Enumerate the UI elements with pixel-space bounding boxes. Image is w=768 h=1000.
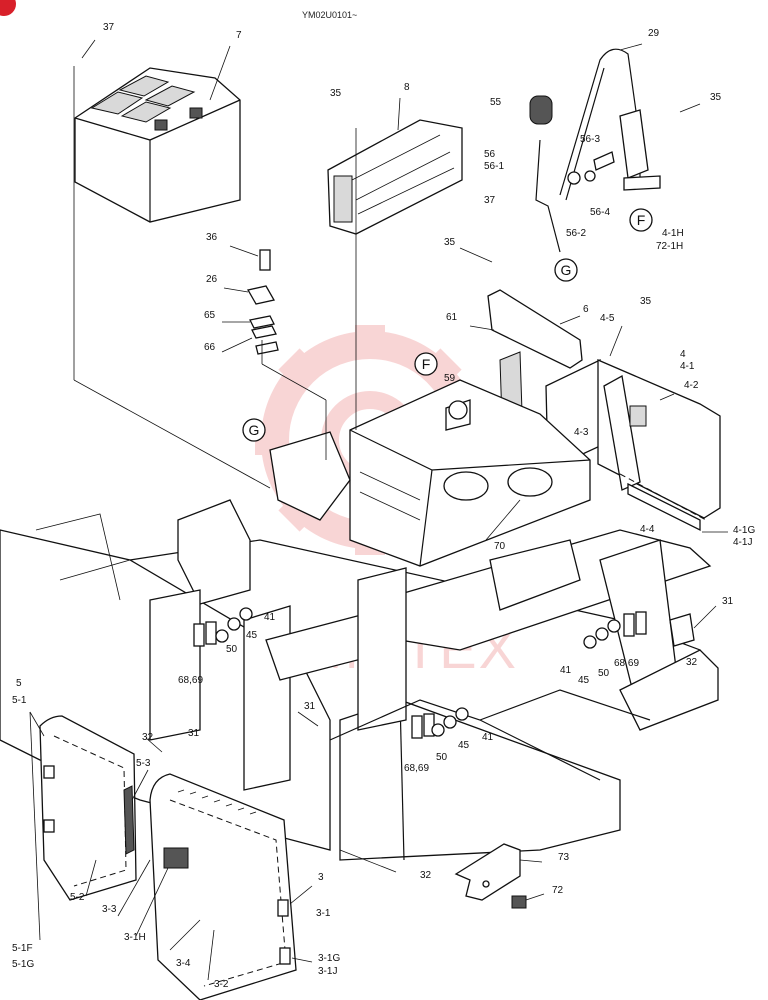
marker-letter: F (637, 212, 646, 228)
part-callout: 37 (484, 195, 496, 206)
part-callout: 41 (264, 612, 276, 623)
engine-block (349, 379, 591, 567)
part-callout: 7 (236, 30, 242, 41)
part-callout: 3-3 (102, 904, 117, 915)
side-panel-assembly (597, 359, 721, 532)
marker-letter: F (422, 356, 431, 372)
marker-circle (629, 208, 653, 232)
part-callout: 50 (226, 644, 238, 655)
part-callout: 45 (578, 675, 590, 686)
part-callout: 32 (686, 657, 698, 668)
part-callout: 3-1H (124, 932, 146, 943)
leader-lines (29, 39, 728, 981)
part-callout: 56-4 (590, 207, 610, 218)
part-callout: 50 (436, 752, 448, 763)
part-callout: 68,69 (614, 658, 639, 669)
part-callout: 68,69 (178, 675, 203, 686)
part-callout: 26 (206, 274, 218, 285)
part-callout: 6 (583, 304, 589, 315)
reference-marker: F (629, 208, 653, 232)
mount-bracket (454, 843, 527, 909)
part-callout: 72 (552, 885, 564, 896)
part-callout: 4-5 (600, 313, 615, 324)
marker-circle (554, 258, 578, 282)
part-callout: 3-2 (214, 979, 229, 990)
part-callout: 56-1 (484, 161, 504, 172)
part-callout: 5-2 (70, 892, 85, 903)
marker-circle (414, 352, 438, 376)
part-callout: 31 (304, 701, 316, 712)
part-callout: 3-1G (318, 953, 340, 964)
part-callout: 29 (648, 28, 660, 39)
part-callout: 3 (318, 872, 324, 883)
part-callout: 31 (722, 596, 734, 607)
part-callout: 35 (640, 296, 652, 307)
part-callout: 8 (404, 82, 410, 93)
part-callout: 4-2 (684, 380, 699, 391)
part-callout: 5-3 (136, 758, 151, 769)
part-callout: 68,69 (404, 763, 429, 774)
part-callout: 4-1J (733, 537, 752, 548)
part-callout: 45 (246, 630, 258, 641)
part-callout: 32 (420, 870, 432, 881)
part-callout: 41 (482, 732, 494, 743)
part-callout: 4-1 (680, 361, 695, 372)
part-callout: 4 (680, 349, 686, 360)
part-callout: 4-3 (574, 427, 589, 438)
part-callout: 4-1H (662, 228, 684, 239)
part-callout: 35 (444, 237, 456, 248)
part-callout: 31 (188, 728, 200, 739)
corner-badge (0, 0, 16, 16)
reference-marker: G (554, 258, 578, 282)
part-callout: 56-3 (580, 134, 600, 145)
part-callout: 73 (558, 852, 570, 863)
part-callout: 5-1G (12, 959, 34, 970)
part-callout: 56-2 (566, 228, 586, 239)
side-cover-panel (327, 119, 463, 235)
part-callout: 70 (494, 541, 506, 552)
hinge-brackets (193, 607, 695, 739)
battery-cover (74, 67, 241, 223)
part-callout: 41 (560, 665, 572, 676)
part-callout: 55 (490, 97, 502, 108)
part-callout: 5 (16, 678, 22, 689)
part-callout: 35 (330, 88, 342, 99)
part-callout: 35 (710, 92, 722, 103)
part-callout: 3-1 (316, 908, 331, 919)
part-callout: 32 (142, 732, 154, 743)
part-callout: 3-1J (318, 966, 337, 977)
side-door-3 (149, 773, 297, 1000)
part-callout: 56 (484, 149, 496, 160)
reference-marker: G (242, 418, 266, 442)
part-callout: 45 (458, 740, 470, 751)
part-callout: 4-4 (640, 524, 655, 535)
part-callout: 72-1H (656, 241, 683, 252)
marker-letter: G (249, 422, 260, 438)
part-callout: 4-1G (733, 525, 755, 536)
side-door-5 (39, 715, 137, 901)
part-callout: 66 (204, 342, 216, 353)
part-callout: 59 (444, 373, 456, 384)
part-callout: 36 (206, 232, 218, 243)
clamp-fittings (246, 249, 279, 355)
reference-marker: F (414, 352, 438, 376)
part-callout: 5-1F (12, 943, 33, 954)
part-callout: 37 (103, 22, 115, 33)
marker-letter: G (561, 262, 572, 278)
marker-circle (242, 418, 266, 442)
part-callout: 3-4 (176, 958, 191, 969)
grab-rail (529, 48, 661, 253)
part-callout: 5-1 (12, 695, 27, 706)
part-callout: 50 (598, 668, 610, 679)
drawing-code: YM02U0101~ (302, 10, 357, 20)
part-callout: 61 (446, 312, 458, 323)
light-lens-icon (529, 95, 553, 125)
part-callout: 65 (204, 310, 216, 321)
